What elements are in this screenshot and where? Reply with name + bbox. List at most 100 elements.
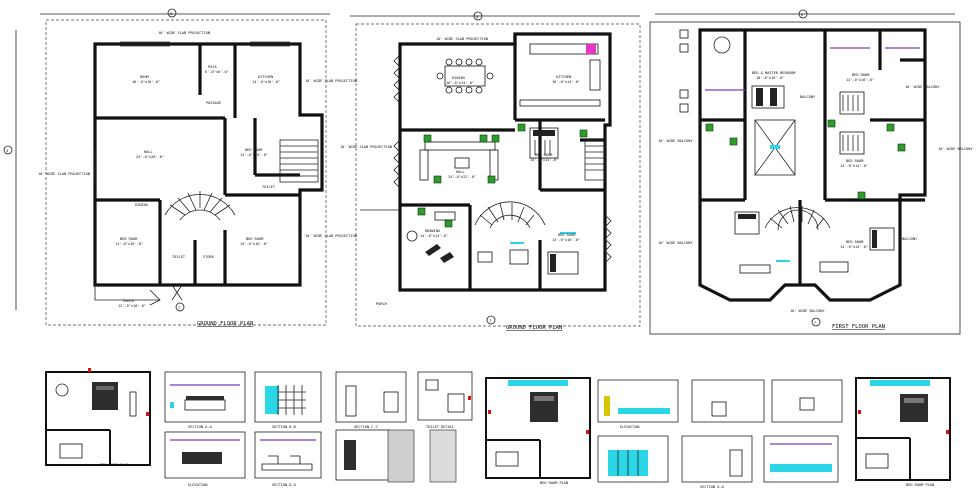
dining-table <box>444 65 486 87</box>
grid-bubble-top <box>167 8 177 18</box>
grid-label-top: 8 <box>801 13 803 17</box>
cyan-accent <box>770 145 780 149</box>
room-label: BED ROOM <box>846 240 864 244</box>
plan-title: GROUND FLOOR PLAN <box>506 325 562 331</box>
slab-note-left: 10' WIDE SLAB PROJECTION <box>340 145 392 149</box>
slab-note: 10' WIDE SLAB PROJECTION <box>158 31 210 35</box>
grid-label-top: 8 <box>476 15 478 19</box>
bed <box>734 211 760 235</box>
straight-stair <box>279 139 319 183</box>
detail-caption: ELEVATION <box>620 425 639 429</box>
grid-bubble-bottom <box>811 317 821 327</box>
detail-caption: SECTION D-D <box>272 483 296 487</box>
bed <box>547 251 579 275</box>
detail-facade-1: SECTION B-B <box>254 371 322 429</box>
dining-chairs <box>436 58 494 94</box>
room-label: KITCHEN <box>258 75 273 79</box>
detail-bedroom-plan-1: BED ROOM PLAN <box>45 368 151 467</box>
slab-note-right: 10' WIDE SLAB PROJECTION <box>305 79 357 83</box>
elevation-headboard <box>186 396 224 400</box>
grid-bubble-top <box>473 11 483 21</box>
plant <box>423 134 432 143</box>
round-table <box>406 230 418 242</box>
room-dimension: 14'-0"x16'-0" <box>240 242 268 246</box>
zigzag-window <box>393 54 401 104</box>
exterior-wall <box>93 42 324 287</box>
cyan-accent <box>508 380 568 386</box>
room-dimension: 14'-0"x16'-0" <box>252 80 280 84</box>
stone-cladding <box>387 429 415 483</box>
section-frame <box>164 371 246 423</box>
room-label: BED ROOM <box>245 148 263 152</box>
cyan-bed-elevation <box>618 408 670 414</box>
bed <box>839 91 865 115</box>
section-marker <box>946 430 949 434</box>
room-dimension: 16'-0"x14'-0" <box>446 81 474 85</box>
section-marker <box>488 410 491 414</box>
plant <box>479 134 488 143</box>
cyan-accent <box>560 232 576 234</box>
room-dimension: 16'-0"x14'-0" <box>552 80 580 84</box>
plant <box>487 175 496 184</box>
section-frame <box>164 431 246 479</box>
plant <box>705 123 714 132</box>
bed-pillows <box>96 386 114 390</box>
grid-label-bottom: 7 <box>814 321 816 325</box>
room-label: STORE <box>203 255 214 259</box>
spiral-stair-inner <box>777 209 819 231</box>
kitchen-worktop <box>519 99 601 107</box>
room-label: DINING <box>135 203 148 207</box>
slab-note: 10' WIDE SLAB PROJECTION <box>436 37 488 41</box>
bath-unit <box>509 249 529 265</box>
center-table <box>454 157 470 169</box>
bed-pillows <box>756 88 777 106</box>
stair-treads <box>479 202 535 226</box>
desk <box>434 211 456 221</box>
door-elevation <box>729 449 743 477</box>
section-marker <box>586 430 589 434</box>
detail-caption: TOILET DETAIL <box>426 425 454 429</box>
stone-cladding <box>429 429 457 483</box>
section-marker <box>468 396 471 400</box>
bed-pillows <box>533 130 555 136</box>
detail-caption: BED ROOM PLAN <box>906 483 934 487</box>
room-dimension: 24'-0"x22'-0" <box>448 175 476 179</box>
grid-bubble-bottom <box>486 315 496 325</box>
shower-tray <box>447 393 465 413</box>
room-label: BALCONY <box>800 95 816 99</box>
slab-note-left: 10' WIDE SLAB PROJECTION <box>38 172 90 176</box>
detail-caption: SECTION C-C <box>354 425 378 429</box>
grid-label-bottom: 7 <box>489 319 491 323</box>
section-frame <box>417 371 473 421</box>
room-dimension: 16'-0"x16'-0" <box>132 80 160 84</box>
cyan-accent <box>170 402 174 408</box>
balcony-label: 10' WIDE BALCONY <box>905 85 940 89</box>
room-label: BED ROOM <box>120 237 138 241</box>
plant <box>444 219 453 228</box>
porch-label: PORCH <box>376 302 387 306</box>
section-frame <box>335 371 407 423</box>
plant <box>729 137 738 146</box>
detail-walls <box>485 377 591 479</box>
interior-walls <box>95 44 300 285</box>
grid-bubble-bottom <box>175 302 185 312</box>
double-height-void <box>754 119 796 176</box>
plant <box>886 123 895 132</box>
wash-basin <box>477 251 493 263</box>
first-floor-plan: 8 <box>649 9 973 335</box>
detail-walls <box>855 377 951 481</box>
section-marker <box>88 368 91 372</box>
plot-boundary <box>355 23 641 327</box>
dining-chairs <box>679 29 689 113</box>
glass-mullions <box>617 450 639 476</box>
chair-circle <box>55 383 69 397</box>
straight-stair <box>584 139 606 181</box>
detail-walls <box>45 371 151 466</box>
room-dimension: 14'-0"x16'-0" <box>552 238 580 242</box>
plan-title: GROUND FLOOR PLAN <box>197 321 253 327</box>
room-label: PORCH <box>123 299 134 303</box>
detail-caption: BED ROOM PLAN <box>100 463 128 467</box>
room-label: PASSAGE <box>206 101 221 105</box>
room-label: BED ROOM <box>246 237 264 241</box>
